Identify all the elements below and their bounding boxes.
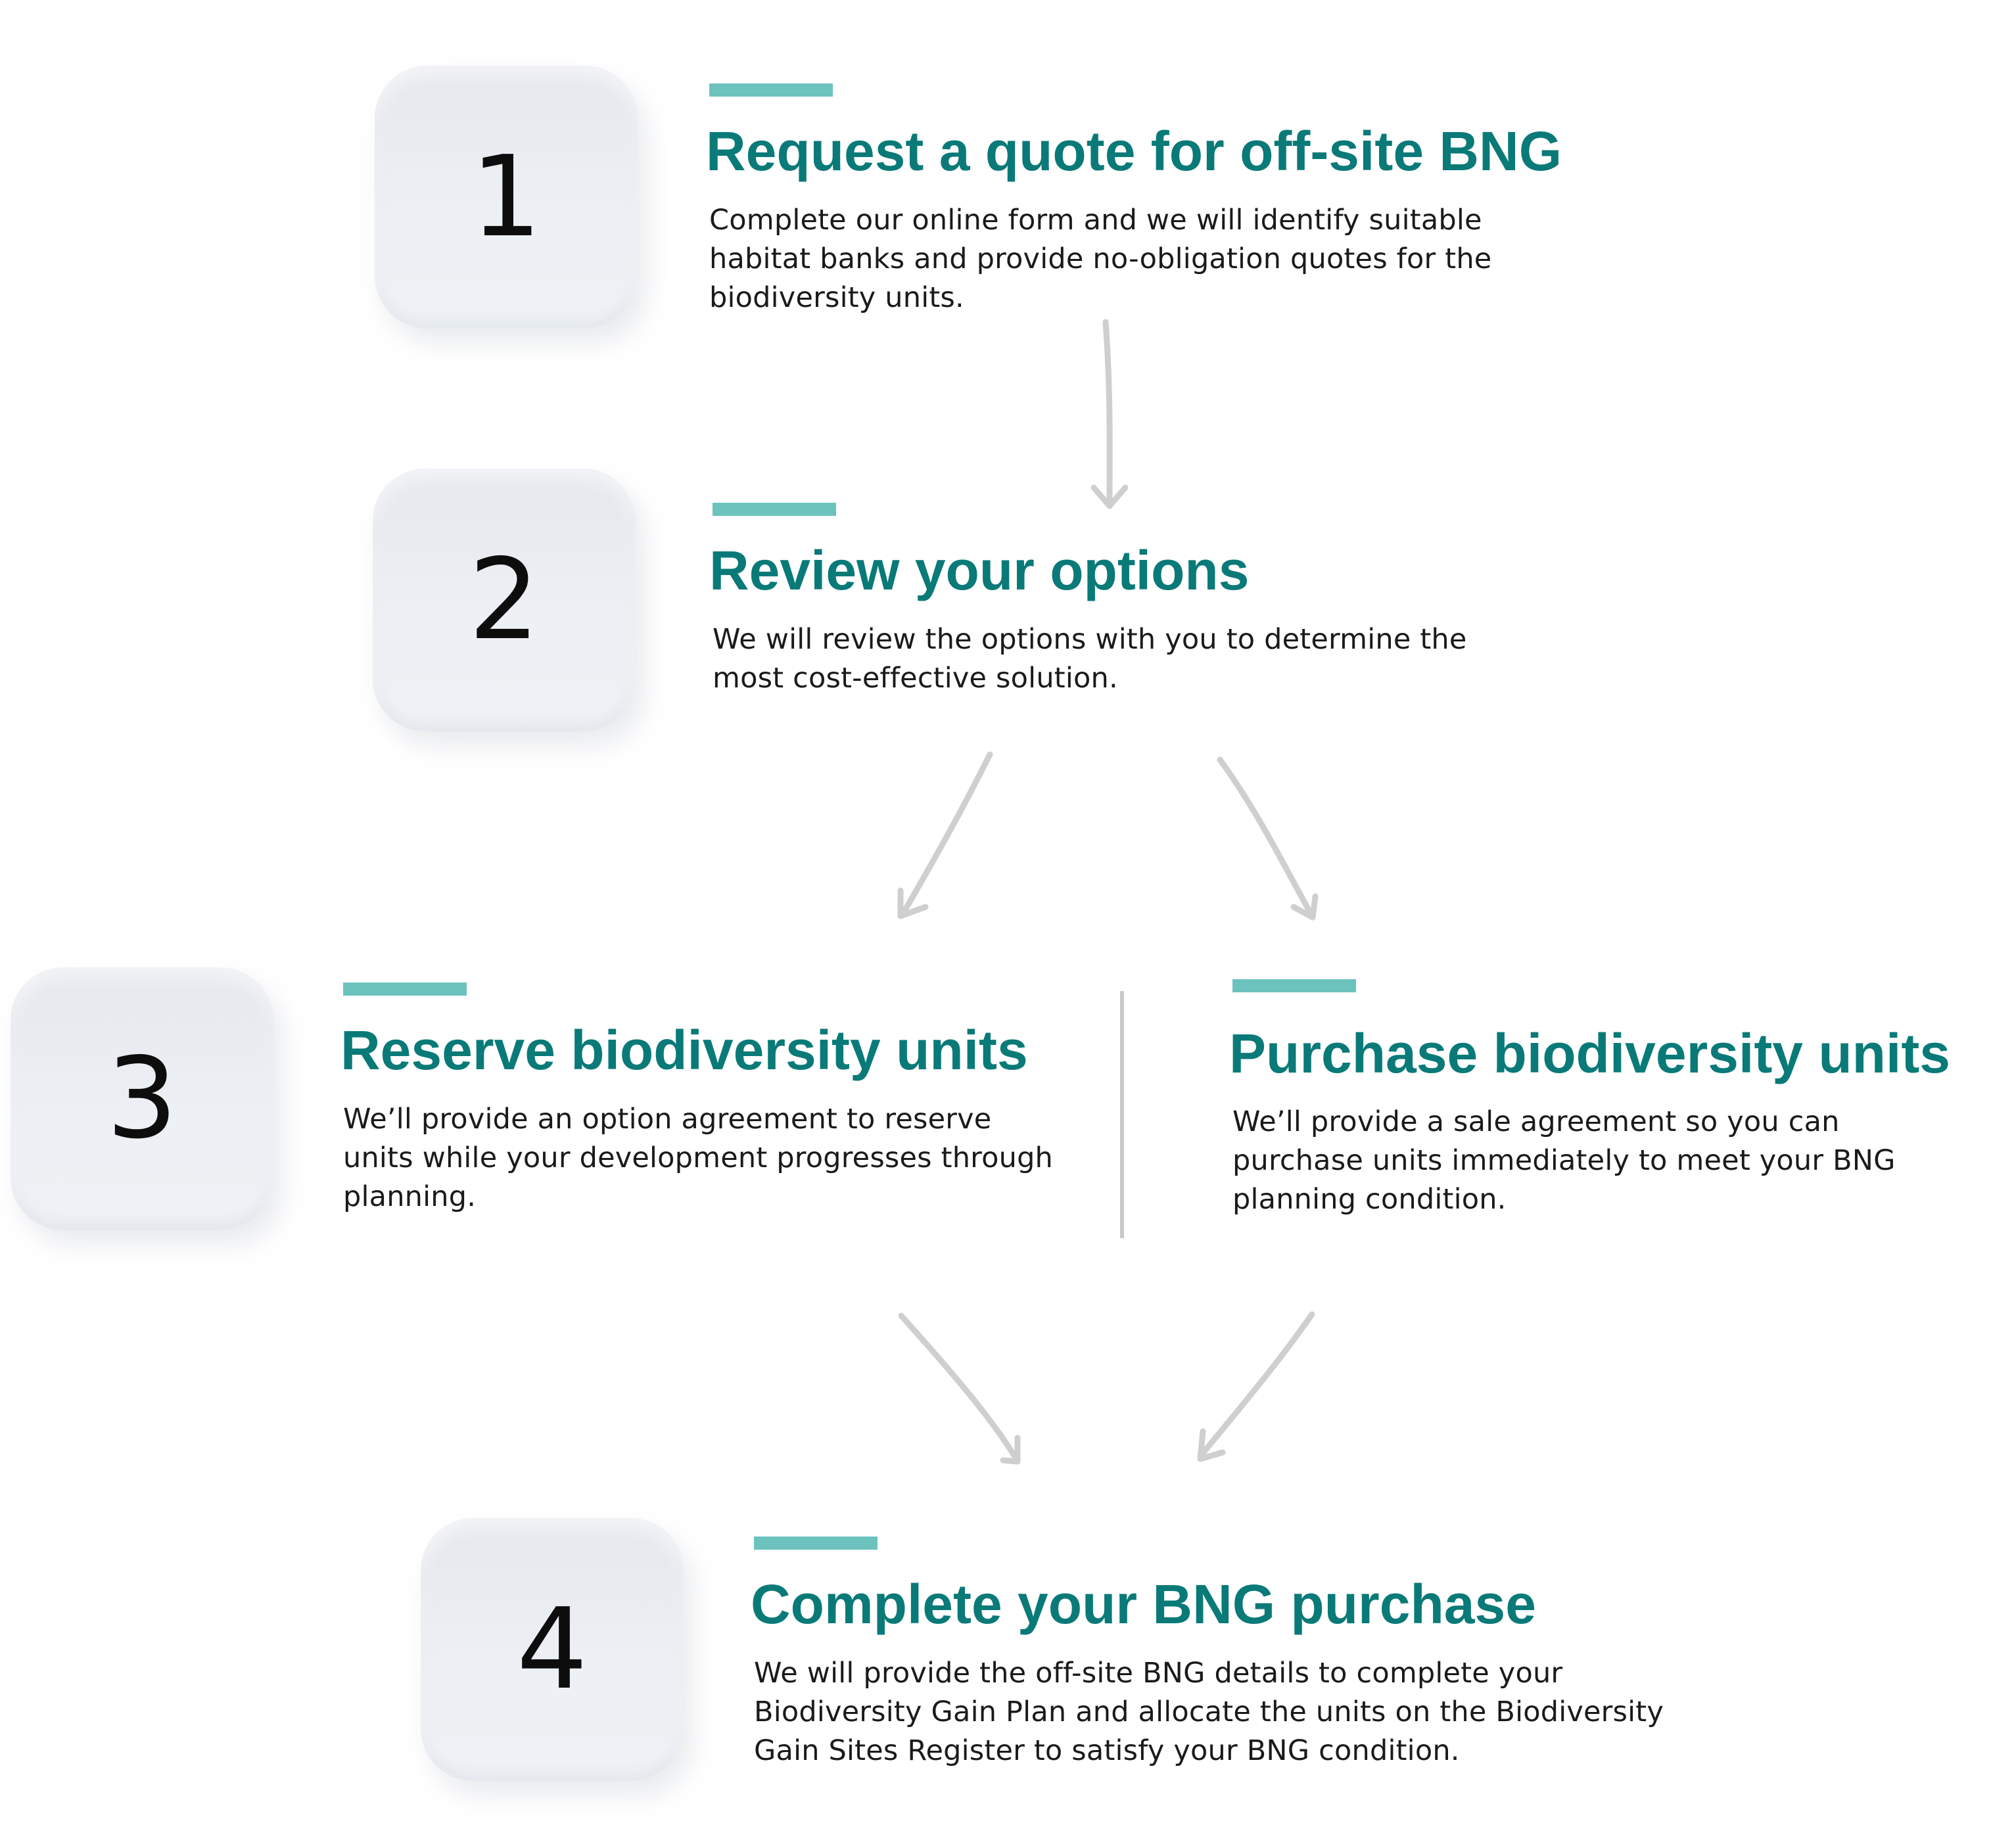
purchase-accent-bar — [1232, 979, 1356, 992]
step-1-number-box: 1 — [375, 66, 638, 329]
step-2-title: Review your options — [709, 540, 1250, 601]
step-4-number-box: 4 — [421, 1518, 684, 1781]
step-4-number: 4 — [516, 1584, 588, 1715]
purchase-description: We’ll provide a sale agreement so you ca… — [1232, 1105, 1896, 1216]
options-divider — [1120, 991, 1124, 1238]
step-3-description: We’ll provide an option agreement to res… — [343, 1103, 1054, 1213]
arrow-step2-to-purchase — [1217, 756, 1319, 921]
step-2-description: We will review the options with you to d… — [713, 623, 1467, 695]
step-3-number-box: 3 — [11, 967, 273, 1230]
step-4-title: Complete your BNG purchase — [751, 1573, 1536, 1635]
arrow-purchase-to-step4 — [1197, 1311, 1315, 1462]
arrow-step2-to-reserve — [897, 751, 993, 919]
step-1-accent-bar — [709, 83, 833, 97]
step-4-accent-bar — [754, 1536, 878, 1550]
step-3-title: Reserve biodiversity units — [340, 1019, 1028, 1081]
step-1-title: Request a quote for off-site BNG — [706, 120, 1562, 182]
step-2-number: 2 — [468, 535, 540, 665]
arrow-step1-to-step2 — [1090, 319, 1129, 509]
arrow-reserve-to-step4 — [898, 1312, 1021, 1465]
step-3-accent-bar — [343, 982, 467, 996]
step-3-number: 3 — [106, 1034, 178, 1164]
step-2-accent-bar — [713, 503, 836, 516]
step-4-description: We will provide the off-site BNG details… — [754, 1657, 1664, 1767]
step-1-number: 1 — [470, 132, 542, 262]
step-2-number-box: 2 — [373, 469, 636, 731]
purchase-title: Purchase biodiversity units — [1229, 1023, 1951, 1084]
step-1-description: Complete our online form and we will ide… — [709, 204, 1492, 314]
